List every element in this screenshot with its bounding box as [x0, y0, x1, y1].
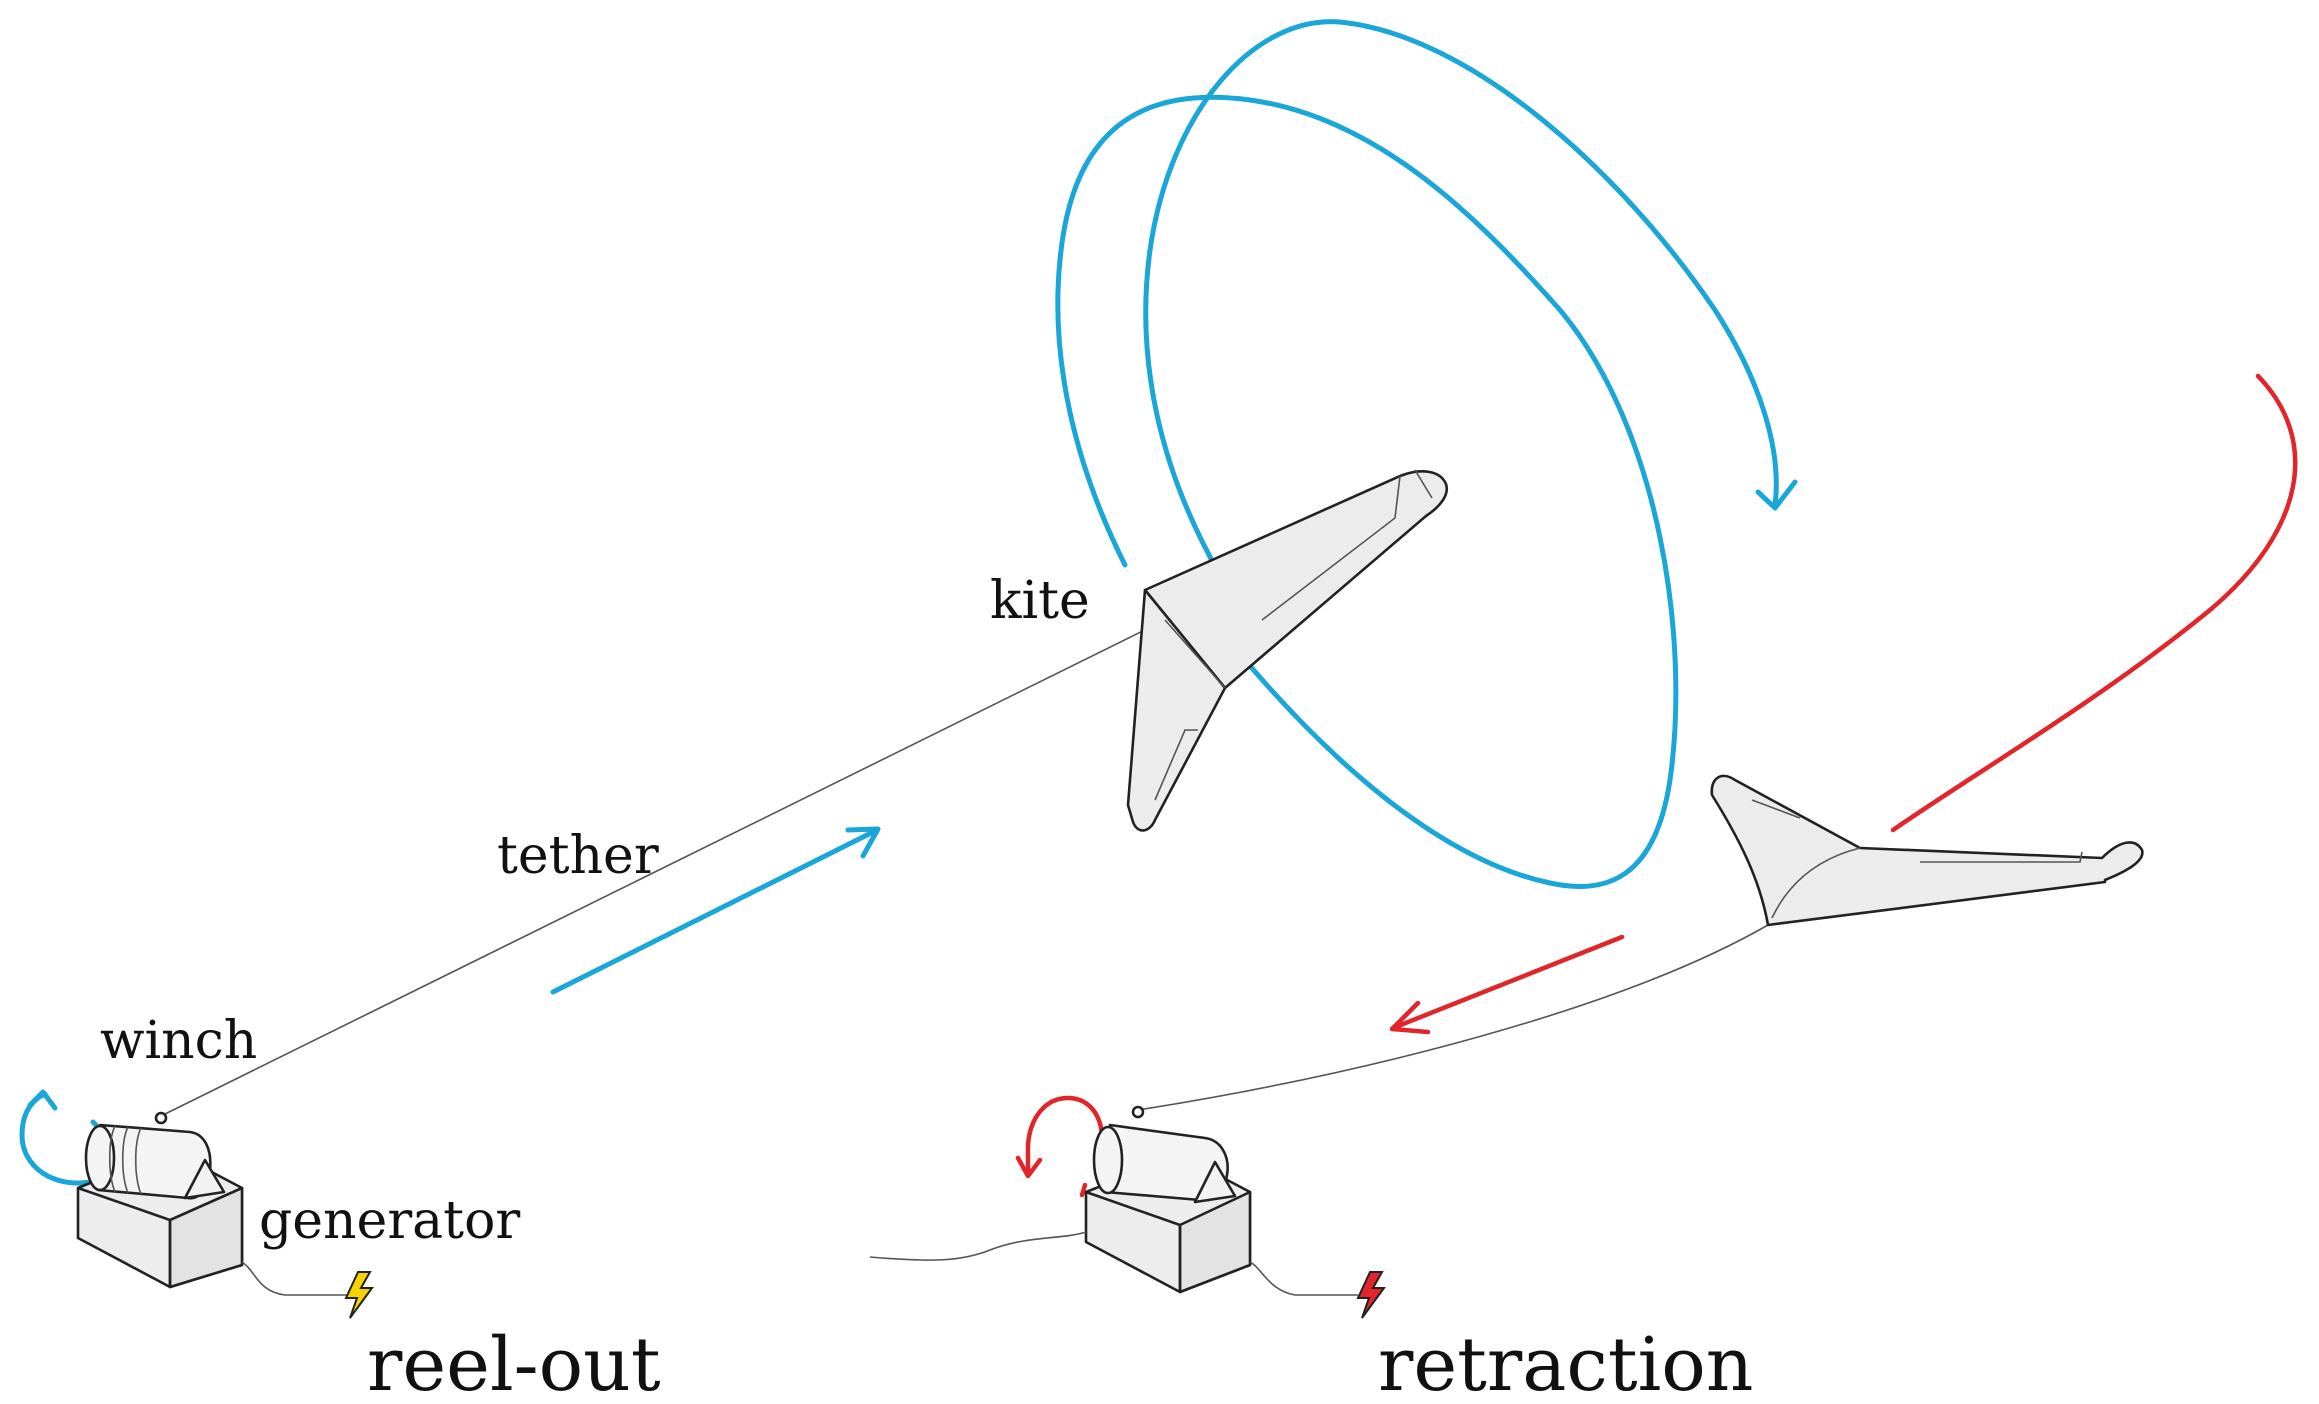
retraction-direction-arrow — [1389, 934, 1625, 1035]
kite-reel-out — [1126, 469, 1449, 832]
winch-generator-retraction — [869, 1095, 1358, 1296]
winch-label: winch — [100, 1011, 257, 1071]
winch-generator-reel-out — [19, 1089, 348, 1296]
generator-label: generator — [259, 1191, 520, 1251]
lightning-bolt-icon — [344, 1271, 374, 1319]
lightning-bolt-icon — [1356, 1271, 1386, 1319]
tether-line-reel-out — [162, 619, 1166, 1116]
reel-out-flight-path — [1055, 19, 1798, 889]
retraction-flight-path — [1890, 373, 2298, 833]
tether-line-retraction — [1137, 924, 1769, 1111]
winch-rotation-arrow-right — [1025, 1095, 1105, 1176]
reel-out-direction-arrow — [550, 826, 881, 995]
kite-retraction — [1710, 774, 2144, 927]
kite-label: kite — [990, 571, 1090, 631]
retraction-phase-label: retraction — [1378, 1322, 1753, 1404]
tether-label: tether — [497, 826, 659, 886]
reel-out-phase-label: reel-out — [367, 1322, 661, 1404]
